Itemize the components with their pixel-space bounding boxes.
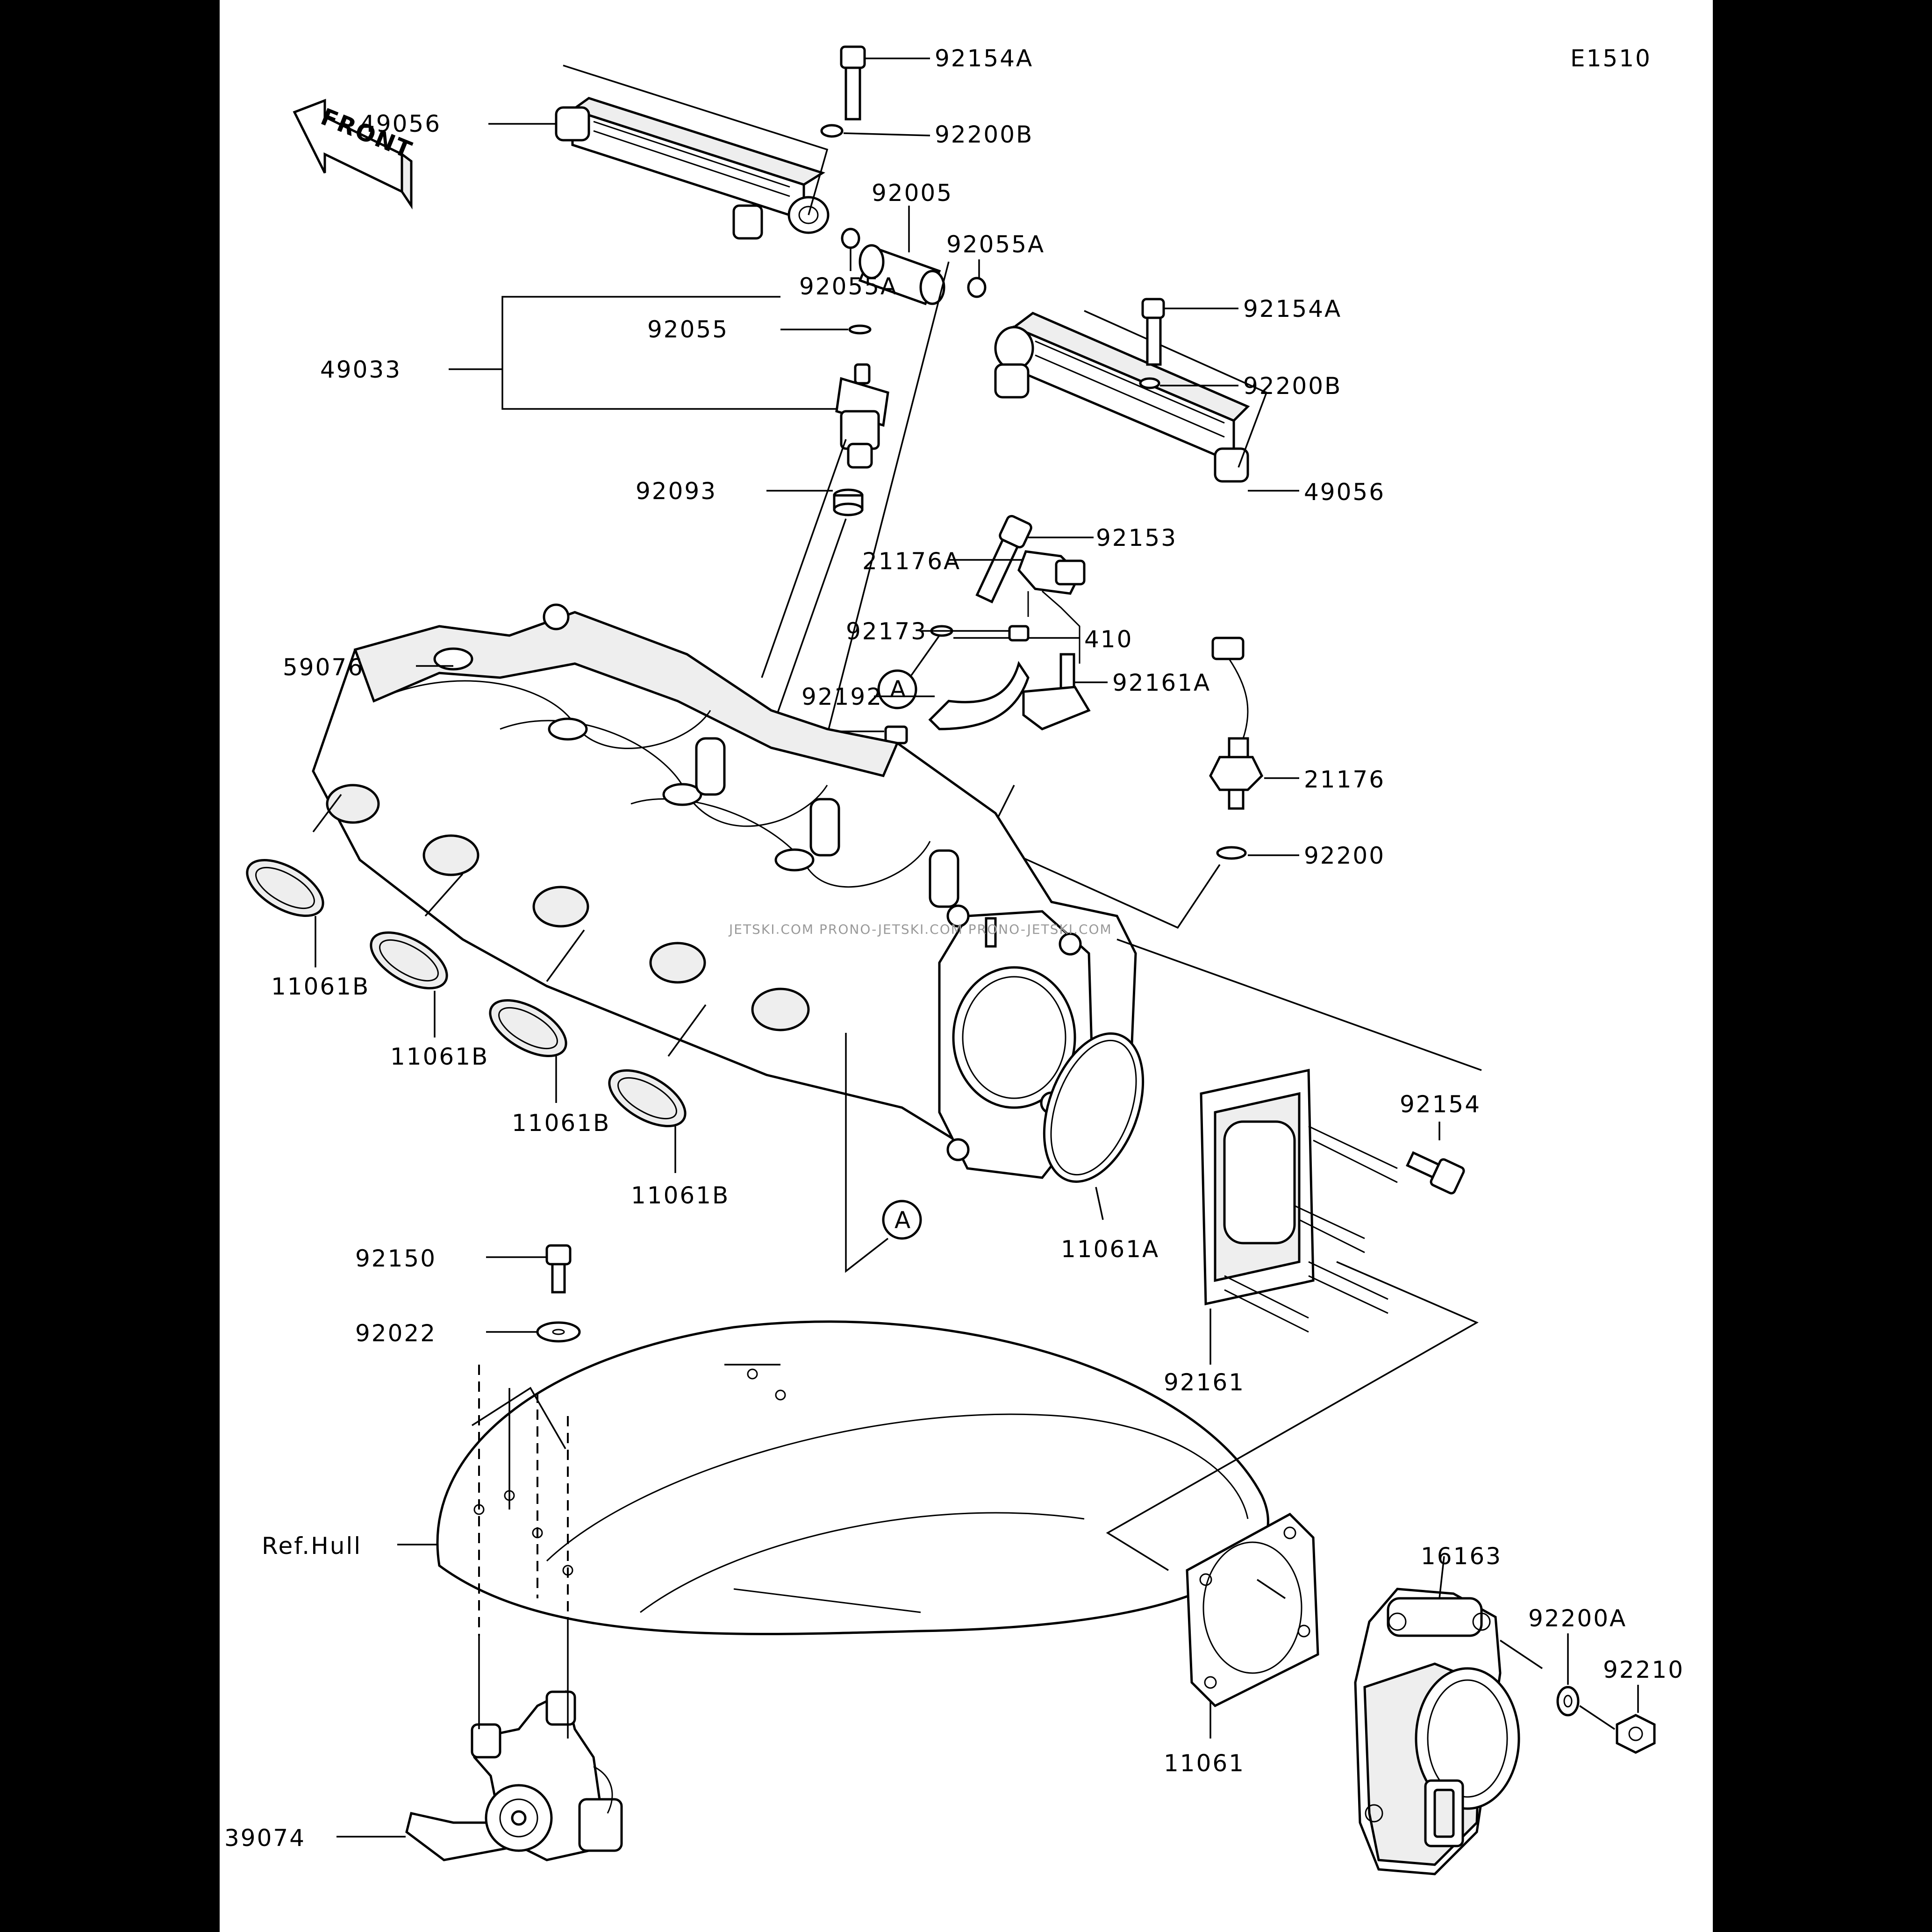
label-ref-hull: Ref.Hull [262,1532,362,1560]
filter-11061B-4 [608,1069,687,1128]
label-39074: 39074 [224,1825,306,1852]
washer-92022 [536,1321,581,1343]
label-92154A-top: 92154A [935,45,1033,72]
label-11061B-2: 11061B [390,1043,489,1070]
callout-a-top-letter: A [890,676,907,703]
label-92150: 92150 [355,1245,436,1272]
filter-11061B-3 [489,999,567,1058]
bolt-92154 [1406,1151,1465,1195]
fuel-rail-top [555,97,830,240]
label-92055A-right: 92055A [946,231,1045,258]
joint-92005 [858,244,945,306]
sensor-21176A [1017,550,1086,595]
callout-a-bottom [882,1200,922,1240]
label-11061A: 11061A [1061,1236,1159,1263]
nut-92210 [1616,1714,1656,1754]
o-ring-92055A-right [967,277,987,298]
bolt-92153 [975,515,1032,604]
label-92153: 92153 [1096,524,1177,551]
label-92055: 92055 [647,316,729,343]
intake-manifold-59076 [312,603,1137,1179]
filter-11061B-1 [246,859,324,917]
hull-reference [436,1320,1269,1635]
label-49033: 49033 [320,356,401,383]
callout-a-top [877,669,917,709]
label-92161: 92161 [1164,1369,1245,1396]
filter-11061B-2 [370,931,448,990]
clamp-92173-top [1008,625,1030,642]
o-ring-92055 [848,324,872,335]
label-92210: 92210 [1603,1656,1684,1683]
label-11061: 11061 [1164,1750,1245,1777]
label-92154A-mid: 92154A [1243,295,1342,322]
label-11061B-3: 11061B [512,1109,610,1137]
washer-92200 [1216,846,1247,860]
exploded-parts-diagram: E1510 FRONT 92154A 92200B 49056 92005 [224,45,1684,1875]
label-59076: 59076 [283,654,364,681]
label-92200B-mid: 92200B [1243,372,1342,400]
label-49056-bottom: 49056 [1304,479,1385,506]
label-92200A: 92200A [1528,1605,1627,1632]
label-410: 410 [1084,626,1133,653]
label-92173-top: 92173 [846,618,927,645]
bolt-92154A-top [840,45,866,121]
label-11061B-4: 11061B [631,1182,730,1209]
hose-92192 [928,661,1030,730]
gasket-11061 [1186,1512,1319,1708]
actuator-39074 [405,1690,623,1861]
label-92005: 92005 [872,179,953,207]
label-92200: 92200 [1304,842,1385,869]
label-92192: 92192 [801,683,883,710]
diagram-code: E1510 [1570,45,1652,72]
gasket-11061A [1043,1032,1145,1183]
label-16163: 16163 [1421,1543,1502,1570]
label-11061B-1: 11061B [271,973,370,1000]
o-ring-92055A-left [841,228,860,249]
parts-diagram-sheet: E1510 FRONT 92154A 92200B 49056 92005 [220,0,1713,1932]
sensor-21176 [1209,637,1264,810]
label-21176: 21176 [1304,766,1385,793]
insulator-92093 [833,488,864,516]
label-21176A: 21176A [862,548,961,575]
fuel-injector-49033 [835,363,889,469]
washer-92200B-top [820,124,844,138]
washer-92200A [1556,1686,1580,1717]
fuel-rail-bottom [994,312,1250,483]
washer-92200B-mid [1139,377,1160,389]
stud-sensor-92161A [1022,653,1091,730]
label-92055A-left: 92055A [799,273,898,300]
bolt-92154A-mid [1141,298,1165,366]
callout-a-bottom-letter: A [894,1207,912,1234]
watermark: JETSKI.COM PRONO-JETSKI.COM PRONO-JETSKI… [728,922,1112,937]
label-92093: 92093 [636,478,717,505]
label-92161A: 92161A [1112,669,1211,696]
label-92154: 92154 [1400,1091,1481,1118]
bolt-92150 [545,1244,572,1294]
label-49056-top: 49056 [360,110,441,137]
label-92022: 92022 [355,1320,436,1347]
label-92200B-top: 92200B [935,121,1033,148]
plate-92161 [1200,1068,1398,1333]
throttle-body-16163 [1354,1588,1520,1875]
